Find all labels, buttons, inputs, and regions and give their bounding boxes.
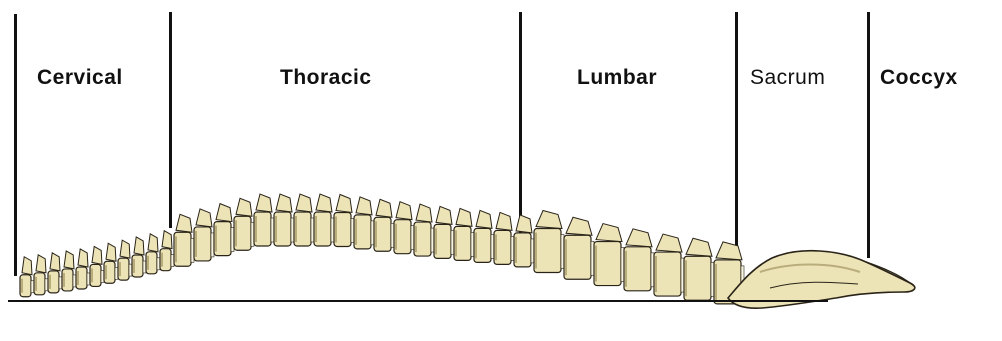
- vertebra-process: [134, 237, 144, 255]
- vertebra-process: [456, 208, 472, 226]
- vertebra-process: [64, 251, 74, 269]
- vertebra-process: [276, 194, 292, 212]
- vertebra-process: [336, 194, 352, 212]
- vertebra-process: [216, 204, 232, 222]
- sacrum-coccyx-bone: [728, 251, 915, 308]
- vertebral-column: [20, 194, 744, 304]
- vertebra-process: [476, 210, 492, 228]
- vertebra-process: [316, 194, 332, 212]
- vertebra-process: [176, 214, 192, 232]
- vertebra-process: [296, 194, 312, 212]
- vertebra-process: [78, 249, 88, 267]
- vertebra: [594, 242, 621, 286]
- vertebra-process: [36, 255, 46, 273]
- vertebra-process: [436, 206, 452, 224]
- vertebra-process: [106, 243, 116, 261]
- vertebra-process: [596, 224, 622, 242]
- vertebra-process: [626, 229, 652, 247]
- vertebra-process: [50, 253, 60, 271]
- vertebra-process: [396, 202, 412, 220]
- vertebra: [564, 235, 591, 279]
- vertebra-process: [656, 234, 682, 252]
- vertebra-process: [376, 199, 392, 217]
- vertebra-process: [566, 217, 592, 235]
- vertebra-process: [516, 215, 532, 233]
- vertebra-process: [162, 231, 172, 249]
- vertebra-process: [416, 204, 432, 222]
- vertebra-process: [148, 234, 158, 252]
- vertebra-process: [92, 246, 102, 264]
- vertebra-process: [356, 197, 372, 215]
- vertebra-process: [236, 198, 252, 216]
- sacrum-shape: [728, 251, 915, 308]
- vertebra: [684, 256, 711, 300]
- vertebra-process: [196, 209, 212, 227]
- vertebra-process: [536, 211, 562, 229]
- vertebra-process: [120, 240, 130, 258]
- vertebra-process: [686, 238, 712, 256]
- vertebra: [534, 229, 561, 273]
- vertebra-process: [22, 257, 32, 275]
- vertebra-process: [716, 242, 742, 260]
- vertebra: [624, 247, 651, 291]
- vertebra-process: [256, 194, 272, 212]
- vertebra-process: [496, 212, 512, 230]
- vertebra: [654, 252, 681, 296]
